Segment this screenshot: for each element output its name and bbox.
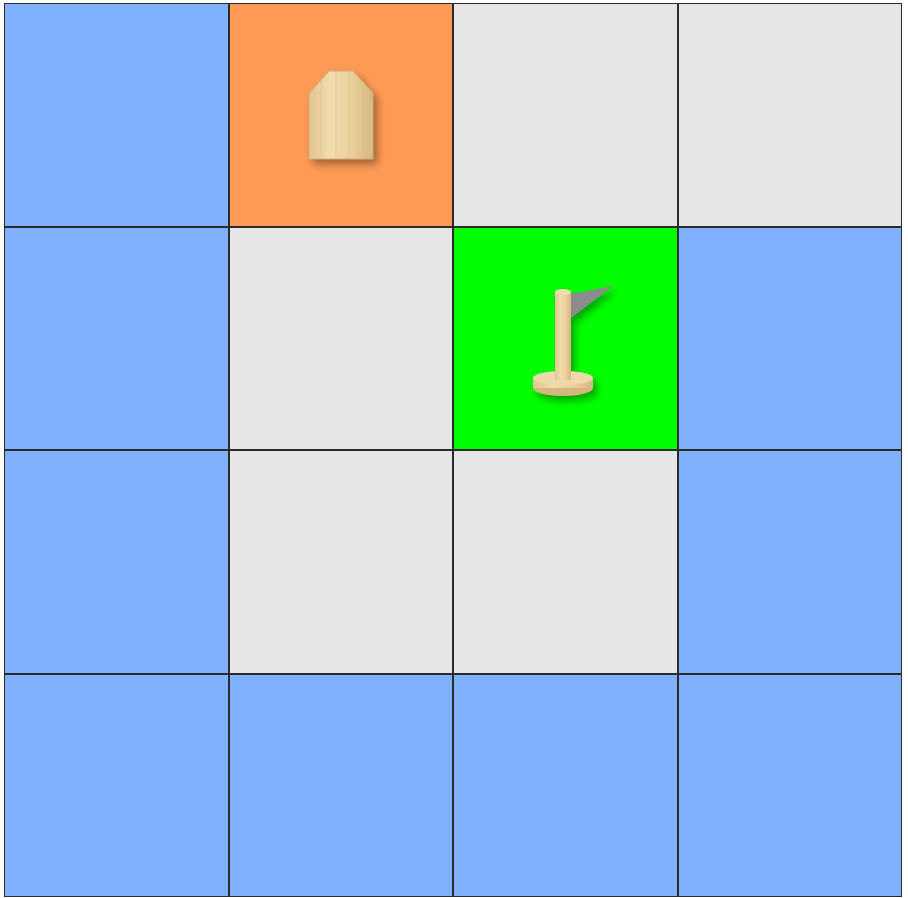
board-cell-floor[interactable] (230, 228, 453, 450)
board-cell-water[interactable] (454, 675, 677, 897)
board-cell-floor[interactable] (679, 4, 902, 226)
game-board (4, 3, 902, 897)
board-cell-water[interactable] (5, 675, 228, 897)
board-cell-floor[interactable] (230, 451, 453, 673)
board-cell-water[interactable] (679, 675, 902, 897)
board-cell-water[interactable] (679, 228, 902, 450)
board-cell-water[interactable] (5, 451, 228, 673)
board-cell-water[interactable] (679, 451, 902, 673)
board-cell-water[interactable] (5, 4, 228, 226)
board-cell-goal[interactable] (454, 228, 677, 450)
board-cell-water[interactable] (230, 675, 453, 897)
goal-flag-icon (505, 278, 625, 398)
board-cell-start[interactable] (230, 4, 453, 226)
board-cell-floor[interactable] (454, 4, 677, 226)
home-marker-icon (281, 55, 401, 175)
board-cell-water[interactable] (5, 228, 228, 450)
board-cell-floor[interactable] (454, 451, 677, 673)
